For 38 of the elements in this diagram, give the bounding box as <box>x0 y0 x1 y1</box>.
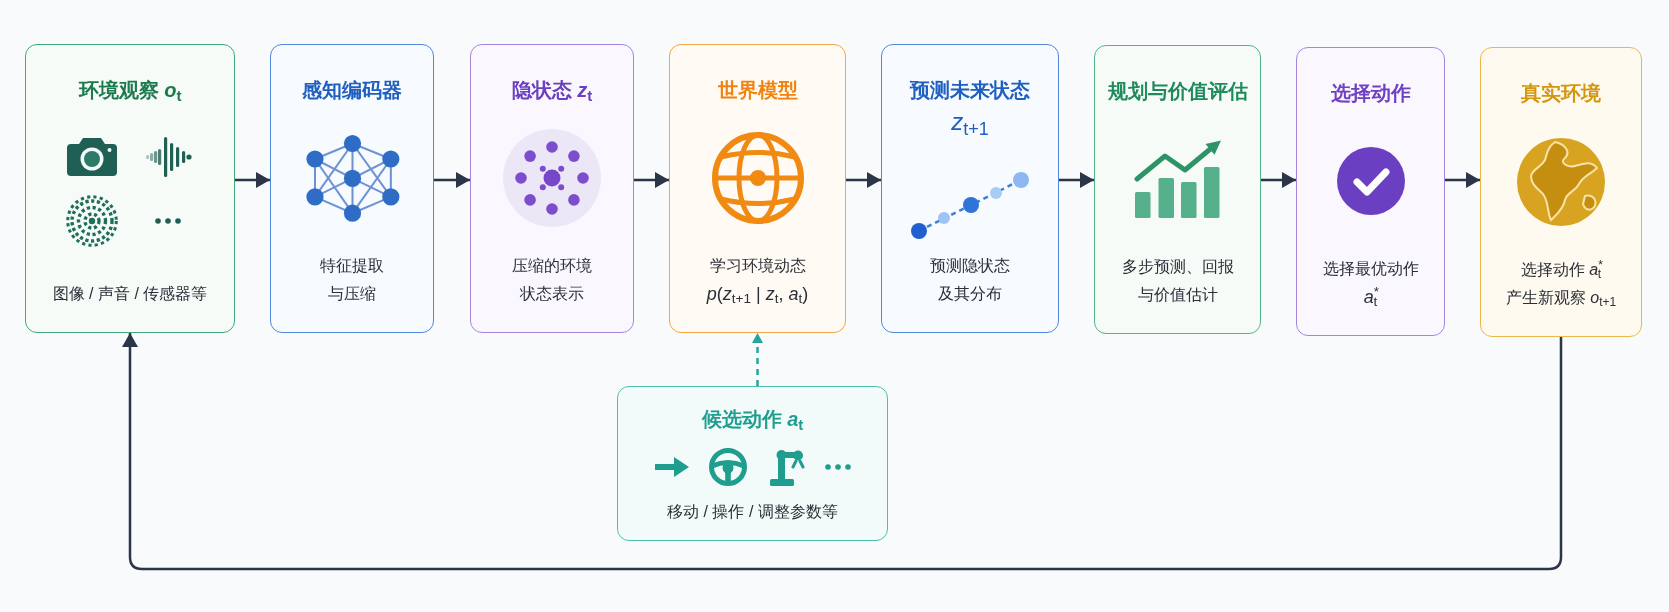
node-description: 学习环境动态 <box>709 256 806 276</box>
node-title: 规划与价值评估 <box>1107 79 1248 104</box>
node-title: 预测未来状态 <box>910 78 1030 103</box>
node-title: 感知编码器 <box>302 78 402 103</box>
process-box <box>1480 47 1642 337</box>
process-box <box>470 44 634 333</box>
process-box <box>669 44 846 333</box>
arrow <box>1261 172 1296 188</box>
arrow <box>1059 172 1094 188</box>
dashed-arrow <box>752 333 763 386</box>
process-box <box>25 44 235 333</box>
arrow <box>235 172 270 188</box>
process-box <box>881 44 1059 333</box>
node-title: 世界模型 <box>717 78 798 103</box>
process-box <box>1094 45 1261 334</box>
process-box <box>617 386 888 541</box>
node-title: 候选动作 a$_{t}$ <box>701 407 804 433</box>
process-box <box>270 44 434 333</box>
node-title: 真实环境 <box>1521 81 1601 106</box>
node-description: 多步预测、回报与价值估计 <box>1120 257 1235 305</box>
arrow <box>122 333 1563 571</box>
arrow <box>846 172 881 188</box>
node-description: 预测隐状态及其分布 <box>929 256 1011 304</box>
formula-text: z$_{t+1}$ <box>951 107 989 137</box>
node-title: 隐状态 z$_{t}$ <box>511 78 593 104</box>
process-box <box>1296 47 1445 336</box>
arrow <box>434 172 470 188</box>
node-description: 压缩的环境状态表示 <box>511 256 593 304</box>
node-description: 产生新观察 o$_{t+1}$ <box>1505 288 1617 311</box>
arrow <box>634 172 669 188</box>
node-description: 选择最优动作 <box>1322 259 1419 279</box>
node-description: 特征提取与压缩 <box>319 256 385 304</box>
arrow <box>1445 172 1480 188</box>
node-description: 移动 / 操作 / 调整参数等 <box>667 502 838 522</box>
node-title: 选择动作 <box>1330 81 1411 106</box>
formula-text: p(z$_{t+1}$ | z$_{t}$, a$_{t}$) <box>706 283 809 308</box>
node-description: 图像 / 声音 / 传感器等 <box>52 284 208 304</box>
node-title: 环境观察 o$_{t}$ <box>78 78 182 104</box>
